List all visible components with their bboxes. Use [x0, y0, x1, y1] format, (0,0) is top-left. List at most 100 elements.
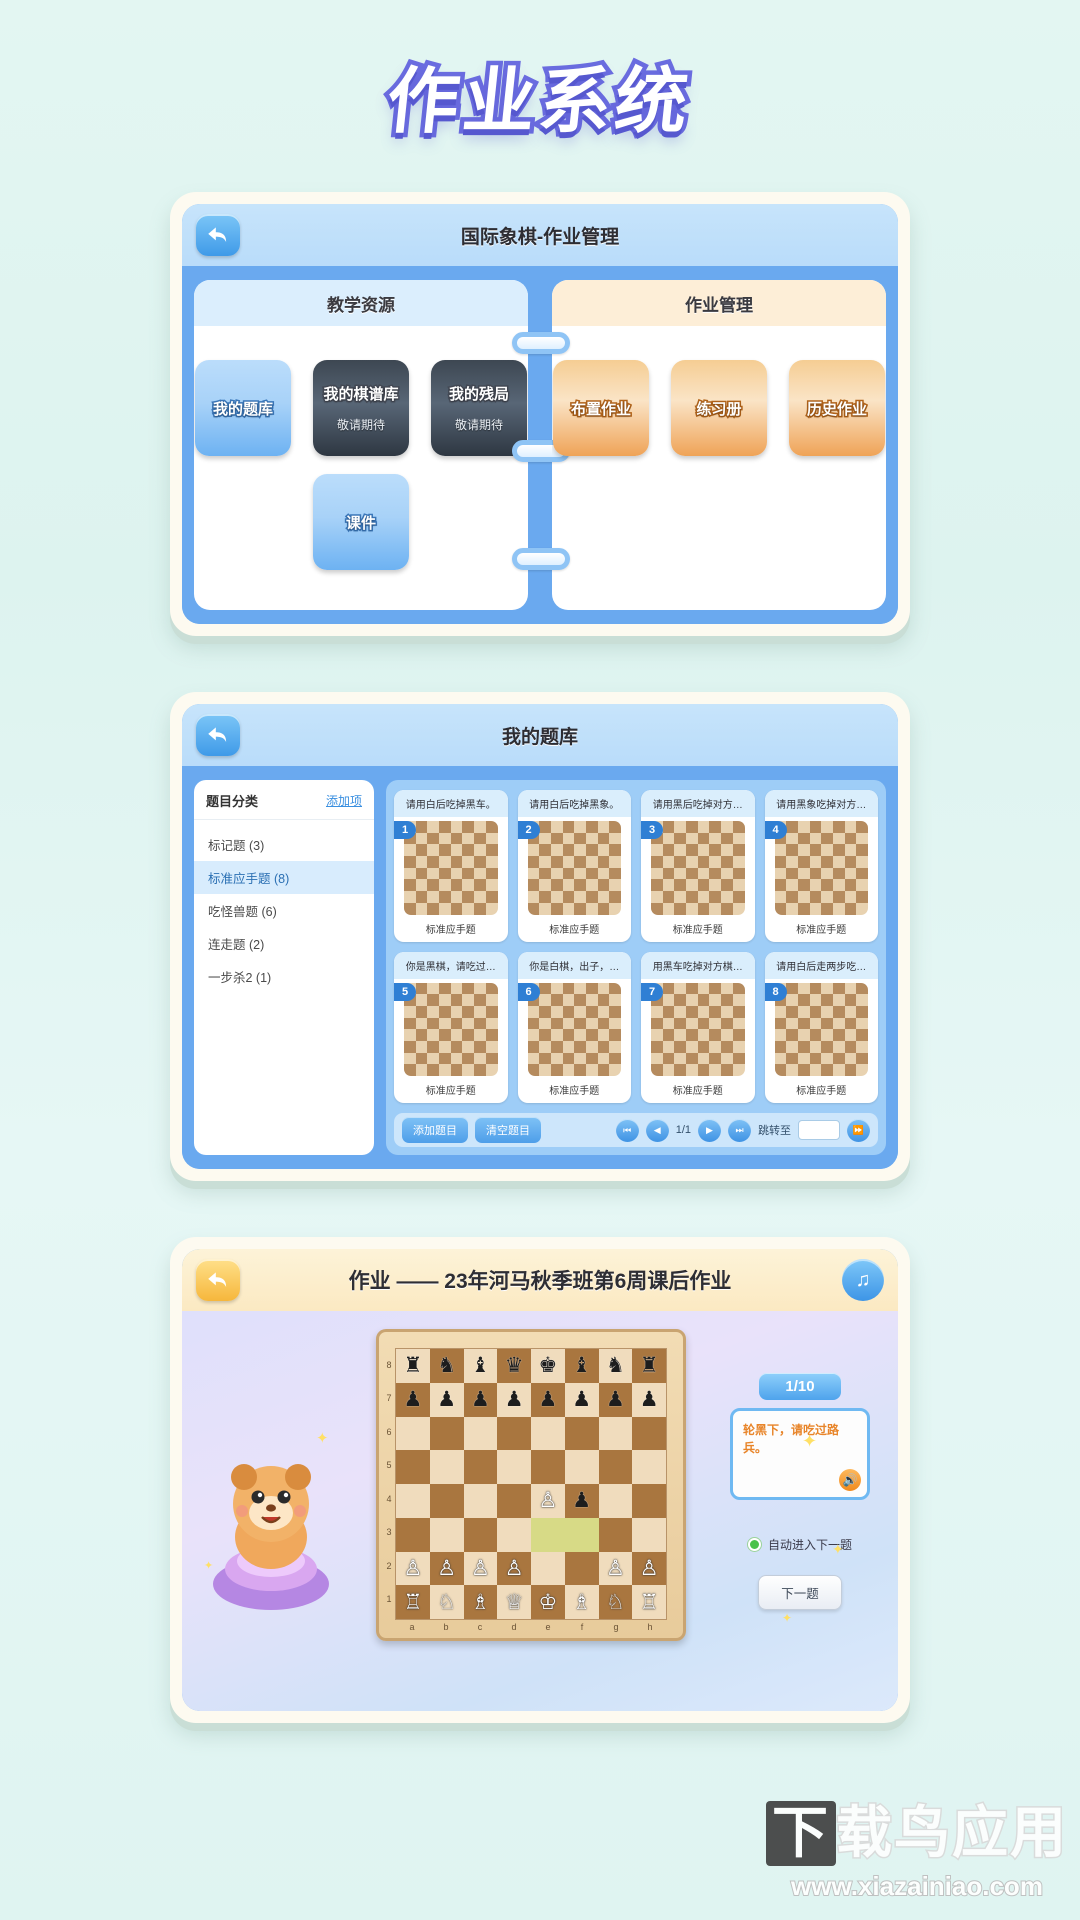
homework-management-tile[interactable]: 历史作业: [789, 360, 885, 456]
board-square[interactable]: [564, 1551, 599, 1586]
fast-forward-icon[interactable]: ⏩: [847, 1118, 870, 1142]
board-square[interactable]: [429, 1450, 464, 1484]
board-square[interactable]: ♜: [396, 1349, 430, 1383]
board-square[interactable]: ♟: [598, 1382, 633, 1417]
board-square[interactable]: ♟: [396, 1382, 430, 1417]
board-square[interactable]: ♖: [396, 1585, 430, 1619]
next-question-button[interactable]: 下一题: [758, 1575, 842, 1610]
board-square[interactable]: [632, 1517, 666, 1552]
board-square[interactable]: [497, 1484, 531, 1518]
board-square[interactable]: [531, 1450, 565, 1484]
board-square[interactable]: ♝: [564, 1349, 599, 1383]
board-square[interactable]: [531, 1551, 565, 1586]
board-square[interactable]: ♙: [429, 1551, 464, 1586]
board-square[interactable]: ♜: [632, 1349, 666, 1383]
first-page-icon[interactable]: ⏮: [615, 1118, 639, 1142]
board-square[interactable]: ♘: [598, 1585, 633, 1619]
board-square[interactable]: [598, 1450, 633, 1484]
board-square[interactable]: ♟: [564, 1484, 599, 1518]
add-question-button[interactable]: 添加题目: [402, 1117, 468, 1143]
chessboard[interactable]: ♜♞♝♛♚♝♞♜♟♟♟♟♟♟♟♟♙♟♙♙♙♙♙♙♖♘♗♕♔♗♘♖: [395, 1348, 667, 1620]
teaching-resource-tile[interactable]: 我的题库: [195, 360, 291, 456]
board-square[interactable]: ♟: [429, 1382, 464, 1417]
board-square[interactable]: [463, 1484, 498, 1518]
category-item[interactable]: 吃怪兽题 (6): [208, 905, 277, 919]
board-square[interactable]: [564, 1450, 599, 1484]
board-square[interactable]: [497, 1517, 531, 1552]
auto-next-toggle[interactable]: 自动进入下一题: [747, 1536, 852, 1553]
prev-page-icon[interactable]: ◀: [645, 1118, 669, 1142]
teaching-resource-tile[interactable]: 我的棋谱库敬请期待: [313, 360, 409, 456]
board-square[interactable]: ♟: [463, 1382, 498, 1417]
board-square[interactable]: [564, 1416, 599, 1451]
board-square[interactable]: [598, 1416, 633, 1451]
board-square[interactable]: ♙: [531, 1484, 565, 1518]
jump-page-input[interactable]: [798, 1120, 840, 1140]
board-square[interactable]: [632, 1484, 666, 1518]
board-square[interactable]: [396, 1484, 430, 1518]
last-page-icon[interactable]: ⏭: [728, 1118, 751, 1142]
board-square[interactable]: [396, 1517, 430, 1552]
board-square[interactable]: ♚: [531, 1349, 565, 1383]
board-square[interactable]: [429, 1517, 464, 1552]
board-square[interactable]: ♟: [564, 1382, 599, 1417]
teaching-resource-tile[interactable]: 我的残局敬请期待: [431, 360, 527, 456]
board-square[interactable]: ♗: [564, 1585, 599, 1619]
category-item[interactable]: 一步杀2 (1): [208, 971, 272, 985]
board-square[interactable]: ♞: [598, 1349, 633, 1383]
board-square[interactable]: [497, 1450, 531, 1484]
board-square[interactable]: [632, 1416, 666, 1451]
back-button[interactable]: [196, 714, 240, 756]
music-note-icon[interactable]: ♫: [842, 1259, 884, 1301]
board-square[interactable]: [463, 1450, 498, 1484]
board-square[interactable]: ♖: [632, 1585, 666, 1619]
board-square[interactable]: ♟: [531, 1382, 565, 1417]
category-item[interactable]: 标准应手题 (8): [194, 861, 374, 894]
teaching-resource-tile[interactable]: 课件: [313, 474, 409, 570]
board-square[interactable]: [632, 1450, 666, 1484]
board-square[interactable]: [396, 1416, 430, 1451]
back-button[interactable]: [196, 214, 240, 256]
board-square[interactable]: ♝: [463, 1349, 498, 1383]
board-square[interactable]: ♞: [429, 1349, 464, 1383]
speaker-icon[interactable]: 🔊: [839, 1469, 861, 1491]
board-square[interactable]: [598, 1484, 633, 1518]
board-square[interactable]: ♛: [497, 1349, 531, 1383]
board-square[interactable]: ♘: [429, 1585, 464, 1619]
next-page-icon[interactable]: ▶: [698, 1118, 721, 1142]
board-square[interactable]: [463, 1517, 498, 1552]
board-square[interactable]: ♟: [497, 1382, 531, 1417]
board-square[interactable]: ♙: [598, 1551, 633, 1586]
homework-management-tile[interactable]: 练习册: [671, 360, 767, 456]
board-square[interactable]: ♗: [463, 1585, 498, 1619]
board-square[interactable]: ♙: [463, 1551, 498, 1586]
homework-management-tile[interactable]: 布置作业: [553, 360, 649, 456]
board-square[interactable]: [564, 1517, 599, 1552]
board-square[interactable]: [463, 1416, 498, 1451]
board-square[interactable]: ♙: [396, 1551, 430, 1586]
board-square[interactable]: [497, 1416, 531, 1451]
board-square[interactable]: [396, 1450, 430, 1484]
category-item[interactable]: 标记题 (3): [208, 839, 265, 853]
category-item[interactable]: 连走题 (2): [208, 938, 265, 952]
board-square[interactable]: ♟: [632, 1382, 666, 1417]
board-square[interactable]: [429, 1416, 464, 1451]
board-square[interactable]: [531, 1517, 565, 1552]
board-square[interactable]: ♕: [497, 1585, 531, 1619]
board-square[interactable]: [598, 1517, 633, 1552]
clear-questions-button[interactable]: 清空题目: [475, 1117, 541, 1143]
board-square[interactable]: ♔: [531, 1585, 565, 1619]
back-button[interactable]: [196, 1259, 240, 1301]
board-square[interactable]: ♙: [497, 1551, 531, 1586]
add-category-link[interactable]: 添加项: [325, 794, 362, 808]
board-square[interactable]: [531, 1416, 565, 1451]
board-square[interactable]: [429, 1484, 464, 1518]
